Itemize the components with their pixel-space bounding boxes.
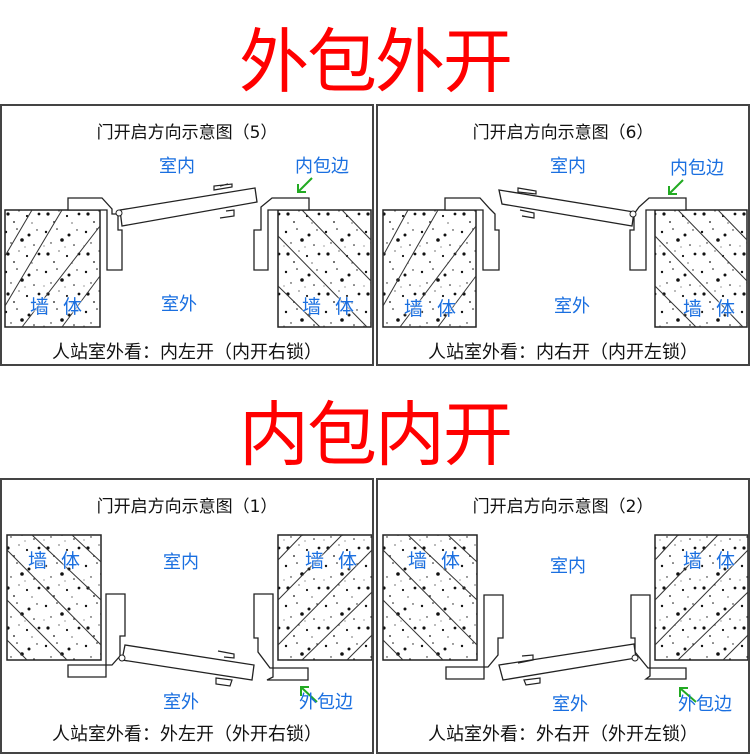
wall-left xyxy=(382,534,478,661)
wall-right xyxy=(654,209,748,328)
diagram-caption: 人站室外看：内左开（内开右锁） xyxy=(52,342,322,363)
label-indoor: 室内 xyxy=(550,156,586,177)
label-wall-right: 墙体 xyxy=(305,550,372,572)
label-indoor: 室内 xyxy=(159,156,195,177)
label-trim: 内包边 xyxy=(295,156,349,177)
label-outdoor: 室外 xyxy=(163,692,199,713)
wall-left xyxy=(4,209,101,328)
wall-right xyxy=(277,534,372,661)
wall-left xyxy=(382,209,477,328)
label-wall-left: 墙体 xyxy=(408,550,475,572)
label-outdoor: 室外 xyxy=(554,296,590,317)
arrow-icon xyxy=(679,687,697,703)
arrow-icon xyxy=(297,177,313,193)
label-wall-left: 墙体 xyxy=(30,296,97,318)
label-wall-left: 墙体 xyxy=(28,550,95,572)
arrow-icon xyxy=(668,179,684,195)
label-trim: 外包边 xyxy=(678,694,732,715)
label-indoor: 室内 xyxy=(550,556,586,577)
label-trim: 内包边 xyxy=(670,158,724,179)
diagram-caption: 人站室外看：外右开（外开左锁） xyxy=(428,724,698,745)
diagram-caption: 人站室外看：外左开（外开右锁） xyxy=(52,724,322,745)
label-outdoor: 室外 xyxy=(161,294,197,315)
label-trim: 外包边 xyxy=(299,692,353,713)
label-indoor: 室内 xyxy=(163,552,199,573)
label-wall-right: 墙体 xyxy=(683,550,750,572)
diagram-caption: 人站室外看：内右开（内开左锁） xyxy=(428,342,698,363)
label-wall-left: 墙体 xyxy=(404,298,471,320)
wall-right xyxy=(277,209,372,328)
door-diagram-2 xyxy=(382,534,748,703)
wall-left xyxy=(6,534,102,661)
door-diagram-1 xyxy=(6,534,372,703)
diagram-title: 门开启方向示意图（6） xyxy=(472,123,654,143)
door-diagram-6 xyxy=(382,179,748,328)
door-diagram-5 xyxy=(4,177,372,328)
heading-top: 外包外开 xyxy=(239,21,513,103)
label-outdoor: 室外 xyxy=(552,694,588,715)
panel-diagram-2: 门开启方向示意图（2） 墙体 墙体 室内 室外 外包边 人站室外看：外右开（外开… xyxy=(376,478,750,754)
label-wall-right: 墙体 xyxy=(683,298,750,320)
wall-right xyxy=(654,534,748,661)
diagram-title: 门开启方向示意图（1） xyxy=(96,497,278,517)
heading-bottom: 内包内开 xyxy=(239,394,513,476)
panel-diagram-5: 门开启方向示意图（5） 室内 内包边 室外 墙体 墙体 人站室外看：内左开（内开… xyxy=(0,104,374,366)
panel-diagram-6: 门开启方向示意图（6） 室内 内包边 室外 墙体 墙体 人站室外看：内右开（内开… xyxy=(376,104,750,366)
label-wall-right: 墙体 xyxy=(302,296,369,318)
panel-diagram-1: 门开启方向示意图（1） 墙体 墙体 室内 室外 外包边 人站室外看：外左开（外开… xyxy=(0,478,374,754)
arrow-icon xyxy=(300,686,318,703)
diagram-title: 门开启方向示意图（5） xyxy=(96,123,278,143)
diagram-title: 门开启方向示意图（2） xyxy=(472,497,654,517)
